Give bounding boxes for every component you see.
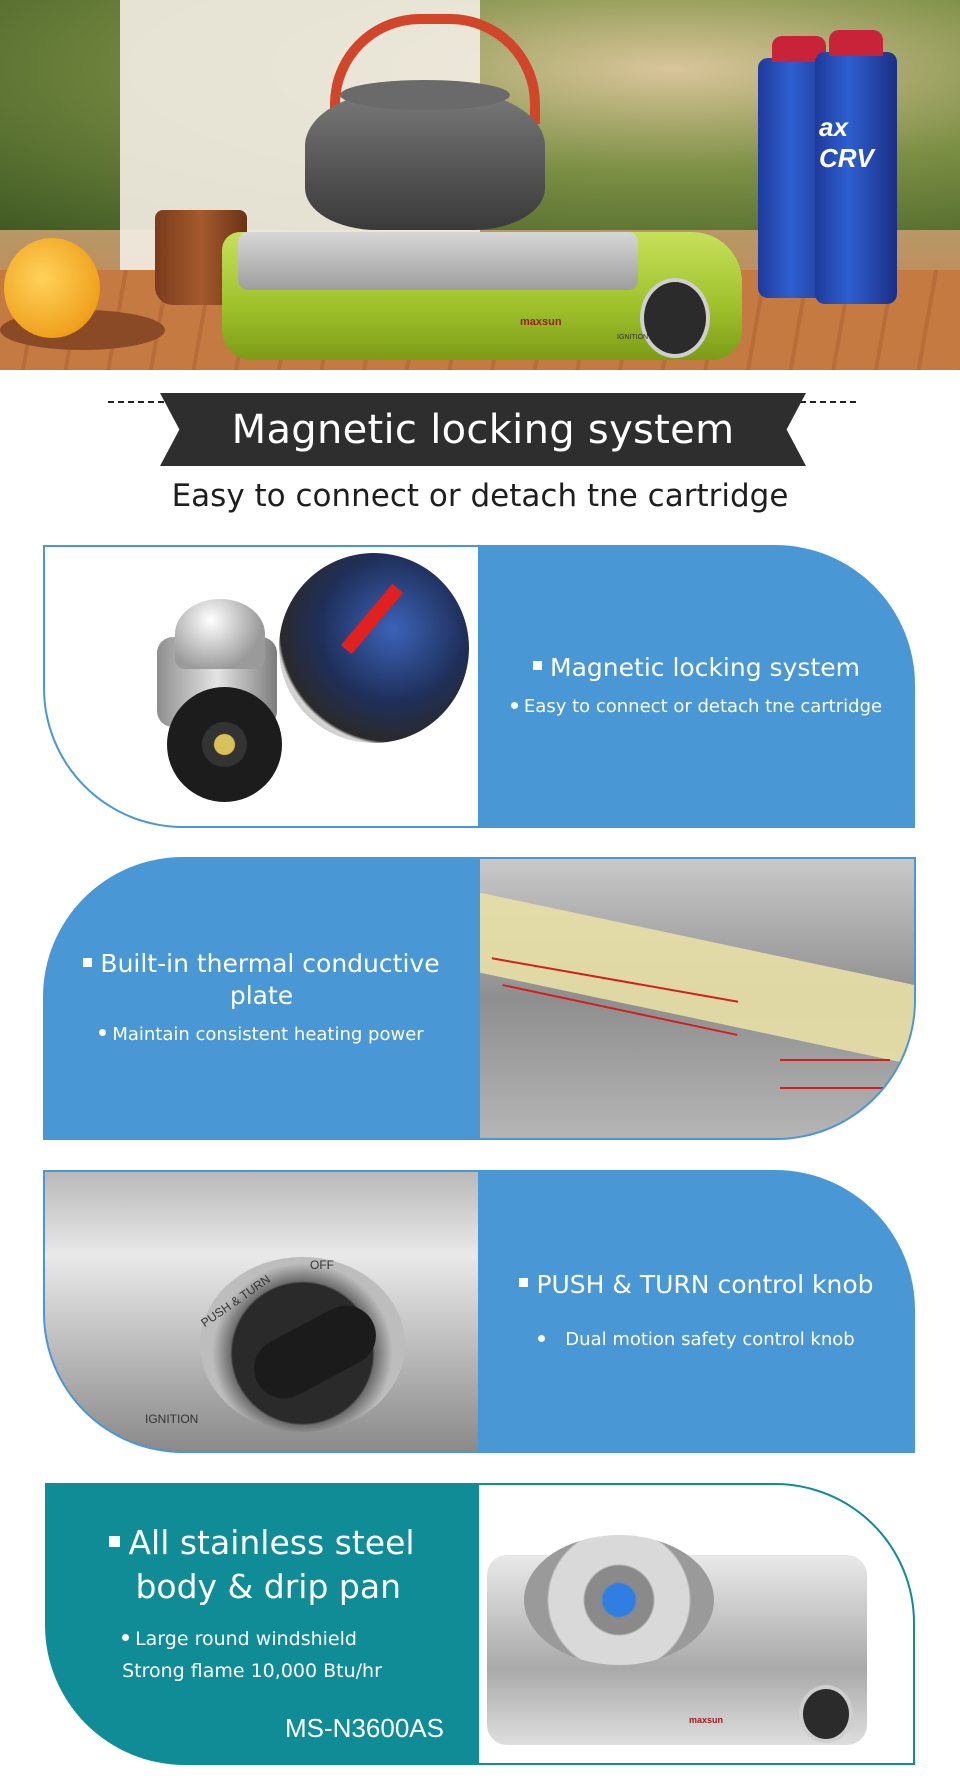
banner-dash-left xyxy=(108,401,164,403)
feature-headline-text: PUSH & TURN control knob xyxy=(536,1269,874,1299)
feature-detail-text: Easy to connect or detach tne cartridge xyxy=(523,696,883,718)
feature-headline-line: All stainless steel xyxy=(109,1521,415,1565)
feature-panel: All stainless steel body & drip pan Larg… xyxy=(45,1483,479,1765)
feature-detail: Large round windshield Strong flame 10,0… xyxy=(122,1623,382,1688)
section-banner: Magnetic locking system xyxy=(108,393,856,469)
stove-burner-grate xyxy=(238,232,638,290)
square-bullet-icon xyxy=(83,957,93,967)
feature-detail-line: Large round windshield xyxy=(122,1623,382,1655)
kettle-lid xyxy=(340,80,510,110)
feature-card-thermal: Built-in thermal conductive plate Mainta… xyxy=(43,857,916,1140)
feature-card-stainless: All stainless steel body & drip pan Larg… xyxy=(43,1483,915,1765)
banner-dash-right xyxy=(800,401,856,403)
ignition-label: IGNITION xyxy=(145,1412,199,1426)
feature-card-knob: PUSH & TURN OFF IGNITION PUSH & TURN con… xyxy=(43,1170,915,1453)
feature-detail: Maintain consistent heating power xyxy=(99,1021,424,1049)
feature-headline: PUSH & TURN control knob xyxy=(519,1269,874,1300)
feature-headline: Magnetic locking system xyxy=(533,652,860,683)
banner-title: Magnetic locking system xyxy=(231,406,735,453)
feature-card-magnetic: Magnetic locking system Easy to connect … xyxy=(43,545,915,828)
dot-bullet-icon xyxy=(122,1633,130,1641)
feature-headline: Built-in thermal conductive plate xyxy=(82,948,442,1011)
stove-knob xyxy=(640,278,710,358)
feature-photo-knob: PUSH & TURN OFF IGNITION xyxy=(43,1170,479,1453)
hero-product-photo: maxsun IGNITION ax CRV xyxy=(0,0,960,370)
model-number: MS-N3600AS xyxy=(285,1713,444,1743)
can-cap xyxy=(829,30,883,56)
square-bullet-icon xyxy=(109,1536,121,1547)
feature-headline-text: Magnetic locking system xyxy=(550,652,860,682)
feature-panel: Built-in thermal conductive plate Mainta… xyxy=(43,857,480,1140)
cartridge-closeup xyxy=(279,553,469,743)
dot-bullet-icon xyxy=(538,1334,546,1342)
banner-ribbon: Magnetic locking system xyxy=(160,393,806,466)
section-subtitle: Easy to connect or detach tne cartridge xyxy=(171,478,789,514)
thermal-plate xyxy=(480,892,914,1066)
feature-panel: PUSH & TURN control knob Dual motion saf… xyxy=(478,1170,915,1453)
square-bullet-icon xyxy=(533,661,543,671)
feature-panel: Magnetic locking system Easy to connect … xyxy=(478,545,915,828)
dot-bullet-icon xyxy=(99,1029,107,1037)
heat-flow-arrow xyxy=(780,1059,890,1061)
heat-flow-arrow xyxy=(780,1087,890,1089)
feature-detail-text: Large round windshield xyxy=(135,1627,357,1650)
feature-photo-stove: maxsun xyxy=(479,1483,915,1765)
valve-port xyxy=(167,687,282,802)
feature-photo-valve xyxy=(43,545,479,828)
feature-headline-text: All stainless steel xyxy=(128,1523,415,1562)
feature-photo-thermal-plate xyxy=(480,857,916,1140)
feature-detail-text: Maintain consistent heating power xyxy=(112,1023,424,1045)
square-bullet-icon xyxy=(519,1278,529,1288)
kettle xyxy=(305,90,545,230)
can-label: ax CRV xyxy=(819,112,874,173)
feature-detail: Dual motion safety control knob xyxy=(538,1326,855,1354)
feature-headline-line: body & drip pan xyxy=(135,1566,401,1606)
stove-brand-logo: maxsun xyxy=(689,1715,724,1725)
honeycomb-snack xyxy=(4,238,100,338)
stove-knob xyxy=(799,1685,853,1743)
valve-assembly xyxy=(117,587,327,802)
feature-detail-text: Dual motion safety control knob xyxy=(565,1329,855,1351)
valve-dome xyxy=(175,599,265,669)
feature-detail-line: Strong flame 10,000 Btu/hr xyxy=(122,1660,382,1683)
dot-bullet-icon xyxy=(510,701,518,709)
stove-ignition-label: IGNITION xyxy=(617,334,649,341)
feature-detail: Easy to connect or detach tne cartridge xyxy=(510,693,883,721)
stove-brand-logo: maxsun xyxy=(520,316,562,328)
burner-flame xyxy=(524,1535,714,1665)
off-label: OFF xyxy=(310,1258,334,1272)
feature-headline-text: Built-in thermal conductive plate xyxy=(100,949,440,1010)
feature-headline: All stainless steel body & drip pan xyxy=(109,1521,415,1609)
butane-can-front: ax CRV xyxy=(815,30,897,304)
